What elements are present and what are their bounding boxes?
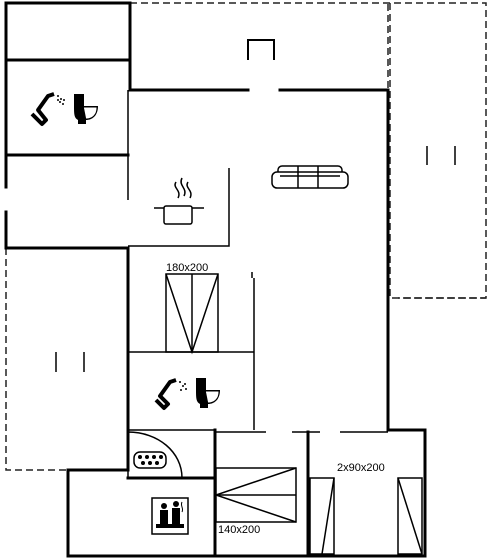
toilet-icon xyxy=(74,94,98,124)
wall-top-living xyxy=(66,88,427,558)
wall-left-upper xyxy=(4,1,250,92)
sofa-icon xyxy=(271,165,349,189)
terrace-right xyxy=(389,3,486,299)
wall-left-side-lower xyxy=(4,210,130,250)
interior-walls xyxy=(127,90,388,433)
single-bed-icon xyxy=(309,477,335,555)
fireplace-icon xyxy=(247,39,275,60)
terrace-left xyxy=(5,248,68,471)
shower-icon xyxy=(30,92,65,126)
terrace-outlines xyxy=(5,2,487,471)
cooking-pot-icon xyxy=(154,177,204,225)
sauna-icon xyxy=(151,497,189,535)
bedroom-upper-label: 180x200 xyxy=(166,262,208,274)
bedroom-lower-left-label: 140x200 xyxy=(218,524,260,536)
shower-icon xyxy=(154,378,187,410)
double-bed-icon xyxy=(165,273,219,355)
toilet-icon xyxy=(196,378,220,408)
whirlpool-icon xyxy=(127,431,183,479)
kitchen-wall-bottom xyxy=(128,168,230,247)
bed-icon xyxy=(213,467,297,523)
single-bed-icon xyxy=(397,477,423,555)
window-marker-icon xyxy=(55,146,456,372)
bedroom-lower-right-label: 2x90x200 xyxy=(337,462,385,474)
wall-hall-left xyxy=(66,246,130,472)
terrace-top xyxy=(130,2,487,299)
